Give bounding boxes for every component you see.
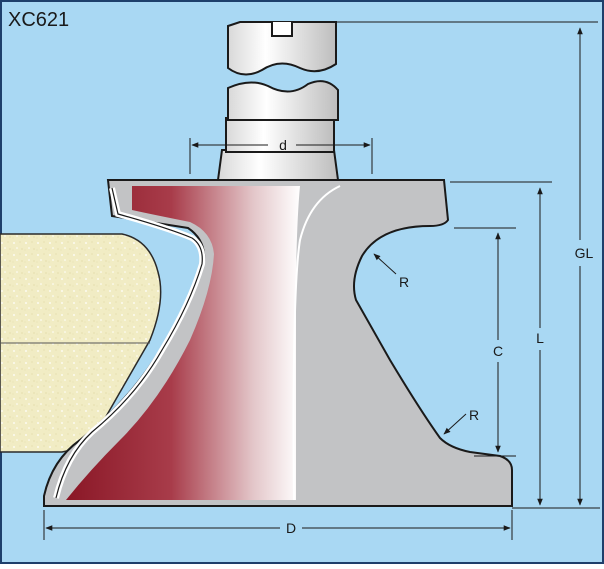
l-label: L [536, 330, 544, 346]
r-lower-label: R [469, 407, 479, 423]
c-label: C [493, 343, 503, 359]
shank-upper [227, 21, 337, 76]
r-upper-leader [373, 253, 397, 275]
body-divider [292, 185, 341, 501]
shank-lower [227, 80, 339, 121]
shank-slot [271, 22, 293, 37]
shank-collar [216, 149, 340, 181]
r-upper-label: R [399, 274, 409, 290]
gl-label: GL [575, 245, 594, 261]
shank-neck [225, 117, 335, 153]
product-code: XC621 [8, 9, 69, 31]
D-label: D [286, 520, 296, 536]
cutting-edge-line [55, 187, 203, 499]
carbide-insert [66, 186, 300, 500]
d-label: d [279, 137, 287, 153]
r-lower-leader [443, 413, 467, 435]
